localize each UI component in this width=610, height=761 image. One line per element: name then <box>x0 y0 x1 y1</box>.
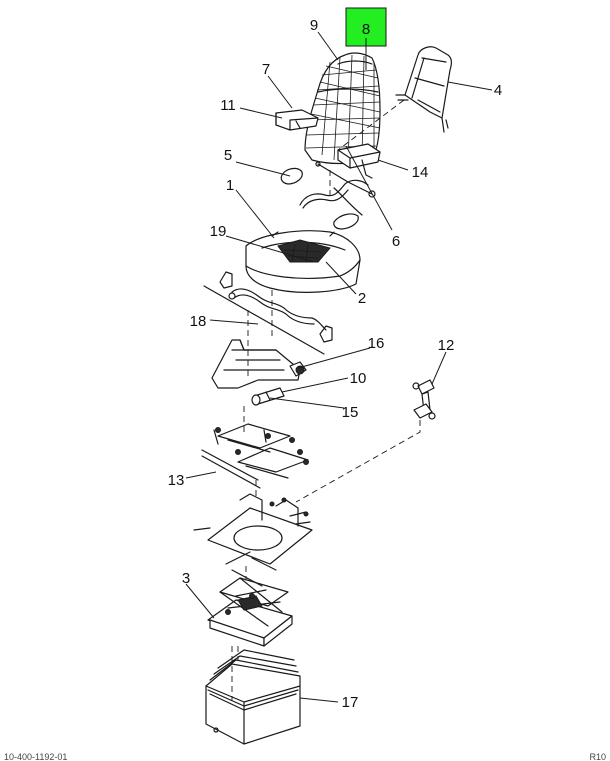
callout-17[interactable]: 17 <box>342 694 359 711</box>
left-armrest <box>275 109 319 131</box>
callout-6[interactable]: 6 <box>392 233 400 250</box>
callout-3[interactable]: 3 <box>182 570 190 587</box>
callout-18[interactable]: 18 <box>190 313 207 330</box>
figure-code-right: R10 <box>589 752 606 761</box>
slide-rail-assembly <box>211 339 307 406</box>
callout-16[interactable]: 16 <box>368 335 385 352</box>
side-trim <box>333 213 359 230</box>
seat-base-box <box>205 649 301 745</box>
callout-5[interactable]: 5 <box>224 147 232 164</box>
recline-cable <box>299 161 376 216</box>
cushion-clips <box>219 271 333 343</box>
figure-code-left: 10-400-1192-01 <box>4 752 67 761</box>
callout-7[interactable]: 7 <box>262 61 270 78</box>
callout-labels: 9 7 11 4 5 14 6 1 19 2 18 16 10 15 12 13… <box>168 17 503 711</box>
figure-codes: 10-400-1192-01 R10 <box>4 752 606 761</box>
swivel-plate <box>193 493 313 565</box>
right-armrest <box>337 143 381 179</box>
lower-slide-rails <box>201 423 309 489</box>
callout-4[interactable]: 4 <box>494 82 502 99</box>
callout-19[interactable]: 19 <box>210 223 227 240</box>
shock-absorber <box>412 379 436 420</box>
callout-1[interactable]: 1 <box>226 177 234 194</box>
callout-11[interactable]: 11 <box>220 97 236 114</box>
callout-8-label: 8 <box>362 21 370 38</box>
assembly-guide-lines <box>231 99 421 700</box>
callout-14[interactable]: 14 <box>412 164 429 181</box>
callout-10[interactable]: 10 <box>350 370 367 387</box>
adjustment-knob <box>280 167 303 185</box>
callout-15[interactable]: 15 <box>342 404 359 421</box>
support-wire <box>203 285 327 355</box>
callout-12[interactable]: 12 <box>438 337 455 354</box>
seat-cushion <box>245 230 361 293</box>
seat-suspension <box>207 551 293 647</box>
callout-9[interactable]: 9 <box>310 17 318 34</box>
highlighted-callout-8[interactable]: 8 <box>345 7 387 70</box>
leader-lines <box>185 31 493 703</box>
callout-2[interactable]: 2 <box>358 290 366 307</box>
callout-13[interactable]: 13 <box>168 472 185 489</box>
armrest-frame <box>395 46 452 133</box>
